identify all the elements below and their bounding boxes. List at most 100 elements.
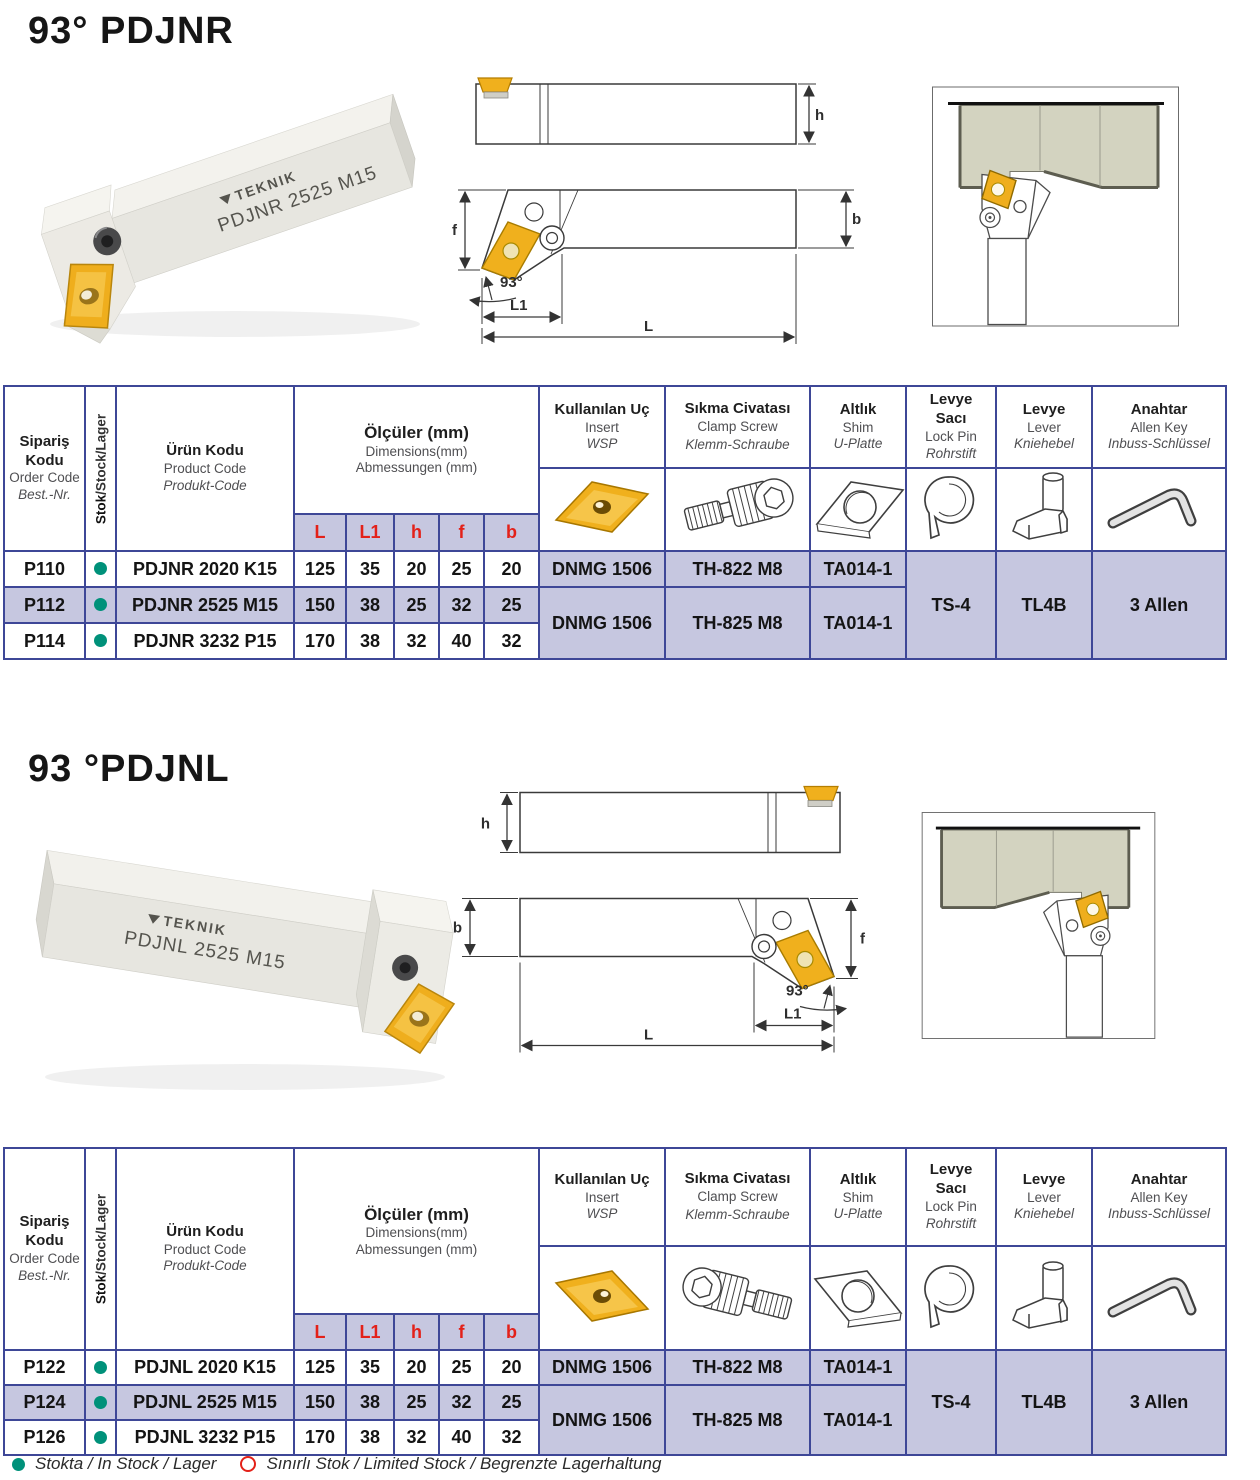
insert-icon-cell xyxy=(538,1245,667,1351)
limited-stock-icon xyxy=(240,1456,257,1472)
allen-key-icon xyxy=(1107,1276,1197,1317)
dim-f: 32 xyxy=(438,586,485,624)
stock-cell xyxy=(84,622,117,660)
col-header-order: Sipariş Kodu Order Code Best.-Nr. xyxy=(3,1147,86,1351)
insert-code: DNMG 1506 xyxy=(538,1384,667,1456)
dim-L: 170 xyxy=(293,1419,347,1456)
svg-text:L: L xyxy=(644,1027,653,1044)
product-code: PDJNL 2525 M15 xyxy=(115,1384,295,1421)
dim-b: 25 xyxy=(482,586,541,624)
dim-letter-L1: L1 xyxy=(345,1313,395,1351)
svg-text:93°: 93° xyxy=(786,983,809,1000)
limited-stock-label: Sınırlı Stok / Limited Stock / Begrenzte… xyxy=(266,1454,662,1473)
dim-h: 20 xyxy=(393,550,440,588)
col-header-lever: Levye Lever Kniehebel xyxy=(995,385,1094,469)
pdjnr-application-drawing xyxy=(932,86,1179,327)
product-code: PDJNL 3232 P15 xyxy=(115,1419,295,1456)
lever-code: TL4B xyxy=(995,550,1094,660)
dim-letter-f: f xyxy=(438,512,485,553)
shim-icon xyxy=(815,481,905,539)
order-code: P126 xyxy=(3,1419,86,1456)
dim-letter-h: h xyxy=(393,1313,440,1351)
insert-in-cut xyxy=(981,169,1017,210)
col-header-dimensions: Ölçüler (mm) Dimensions(mm) Abmessungen … xyxy=(292,385,541,515)
screw-icon-cell xyxy=(664,1245,812,1351)
svg-text:f: f xyxy=(860,931,866,948)
dim-letter-h: h xyxy=(393,512,440,553)
in-stock-dot xyxy=(94,598,107,612)
col-header-key: Anahtar Allen Key Inbuss-Schlüssel xyxy=(1091,385,1228,469)
shim-icon xyxy=(813,1269,903,1328)
col-header-insert: Kullanılan Uç Insert WSP xyxy=(538,385,667,469)
order-code: P124 xyxy=(3,1384,86,1421)
dim-L: 150 xyxy=(293,1384,347,1421)
col-header-screw: Sıkma Civatası Clamp Screw Klemm-Schraub… xyxy=(664,1147,812,1247)
svg-text:93°: 93° xyxy=(500,274,523,291)
order-code: P110 xyxy=(3,550,86,588)
svg-text:L1: L1 xyxy=(784,1006,802,1023)
lockpin-code: TS-4 xyxy=(905,1349,998,1456)
dim-letter-L: L xyxy=(293,512,347,553)
dim-f: 32 xyxy=(438,1384,485,1421)
insert-code: DNMG 1506 xyxy=(538,550,667,588)
table-row: P124 PDJNL 2525 M15 150 38 25 32 25 DNMG… xyxy=(3,1384,1226,1456)
allen-key-icon xyxy=(1107,488,1197,529)
lock-pin-icon xyxy=(924,1264,975,1328)
stock-cell xyxy=(84,586,117,624)
insert-icon xyxy=(554,481,650,533)
in-stock-dot xyxy=(94,1360,107,1374)
allenkey-icon-cell xyxy=(1091,467,1228,552)
col-header-shim: Altlık Shim U-Platte xyxy=(809,385,908,469)
allenkey-code: 3 Allen xyxy=(1091,1349,1228,1456)
stock-cell xyxy=(84,1349,117,1386)
pdjnl-product-photo: TEKNIK PDJNL 2525 M15 xyxy=(35,849,456,1090)
lever-code: TL4B xyxy=(995,1349,1094,1456)
clamp-screw-icon xyxy=(683,478,794,531)
in-stock-dot xyxy=(94,634,107,648)
col-header-insert: Kullanılan Uç Insert WSP xyxy=(538,1147,667,1247)
allenkey-code: 3 Allen xyxy=(1091,550,1228,660)
product-code: PDJNR 3232 P15 xyxy=(115,622,295,660)
table-row: P114 PDJNR 3232 P15 170 38 32 40 32 xyxy=(3,622,1226,660)
shim-code: TA014-1 xyxy=(809,1384,908,1456)
col-header-key: Anahtar Allen Key Inbuss-Schlüssel xyxy=(1091,1147,1228,1247)
pdjnl-dimension-drawing: h f b 93° L1 L xyxy=(453,785,866,1053)
order-code: P122 xyxy=(3,1349,86,1386)
dim-letter-b: b xyxy=(482,1313,541,1351)
dim-L1: 35 xyxy=(345,550,395,588)
in-stock-label: Stokta / In Stock / Lager xyxy=(35,1454,217,1473)
screw-code: TH-825 M8 xyxy=(664,586,812,660)
col-header-stock: Stok/Stock/Lager xyxy=(84,1147,117,1351)
shim-code: TA014-1 xyxy=(809,550,908,588)
pdjnr-product-photo: TEKNIK PDJNR 2525 M15 xyxy=(40,93,420,344)
svg-text:h: h xyxy=(815,107,824,124)
screw-code: TH-822 M8 xyxy=(664,550,812,588)
insert-code: DNMG 1506 xyxy=(538,1349,667,1386)
order-code: P114 xyxy=(3,622,86,660)
dim-L: 150 xyxy=(293,586,347,624)
screw-code: TH-822 M8 xyxy=(664,1349,812,1386)
dim-L1: 38 xyxy=(345,622,395,660)
dim-b: 20 xyxy=(482,550,541,588)
allenkey-icon-cell xyxy=(1091,1245,1228,1351)
insert-code: DNMG 1506 xyxy=(538,586,667,660)
lever-icon xyxy=(1012,472,1068,540)
insert-icon-cell xyxy=(538,467,667,552)
dim-h: 25 xyxy=(393,1384,440,1421)
col-header-dimensions: Ölçüler (mm) Dimensions(mm) Abmessungen … xyxy=(292,1147,541,1315)
svg-text:b: b xyxy=(453,920,462,937)
product-code: PDJNR 2020 K15 xyxy=(115,550,295,588)
dim-f: 40 xyxy=(438,622,485,660)
col-header-lockpin: Levye Sacı Lock Pin Rohrstift xyxy=(905,385,998,469)
col-header-product: Ürün Kodu Product Code Produkt-Code xyxy=(115,1147,295,1351)
lever-icon-cell xyxy=(995,1245,1094,1351)
dim-L1: 38 xyxy=(345,586,395,624)
lockpin-code: TS-4 xyxy=(905,550,998,660)
dim-h: 32 xyxy=(393,1419,440,1456)
dim-L: 125 xyxy=(293,550,347,588)
table-row: P110 PDJNR 2020 K15 125 35 20 25 20 DNMG… xyxy=(3,550,1228,660)
dim-h: 25 xyxy=(393,586,440,624)
in-stock-dot xyxy=(94,1430,107,1444)
table-row: P126 PDJNL 3232 P15 170 38 32 40 32 xyxy=(3,1419,1226,1456)
dim-letter-L1: L1 xyxy=(345,512,395,553)
